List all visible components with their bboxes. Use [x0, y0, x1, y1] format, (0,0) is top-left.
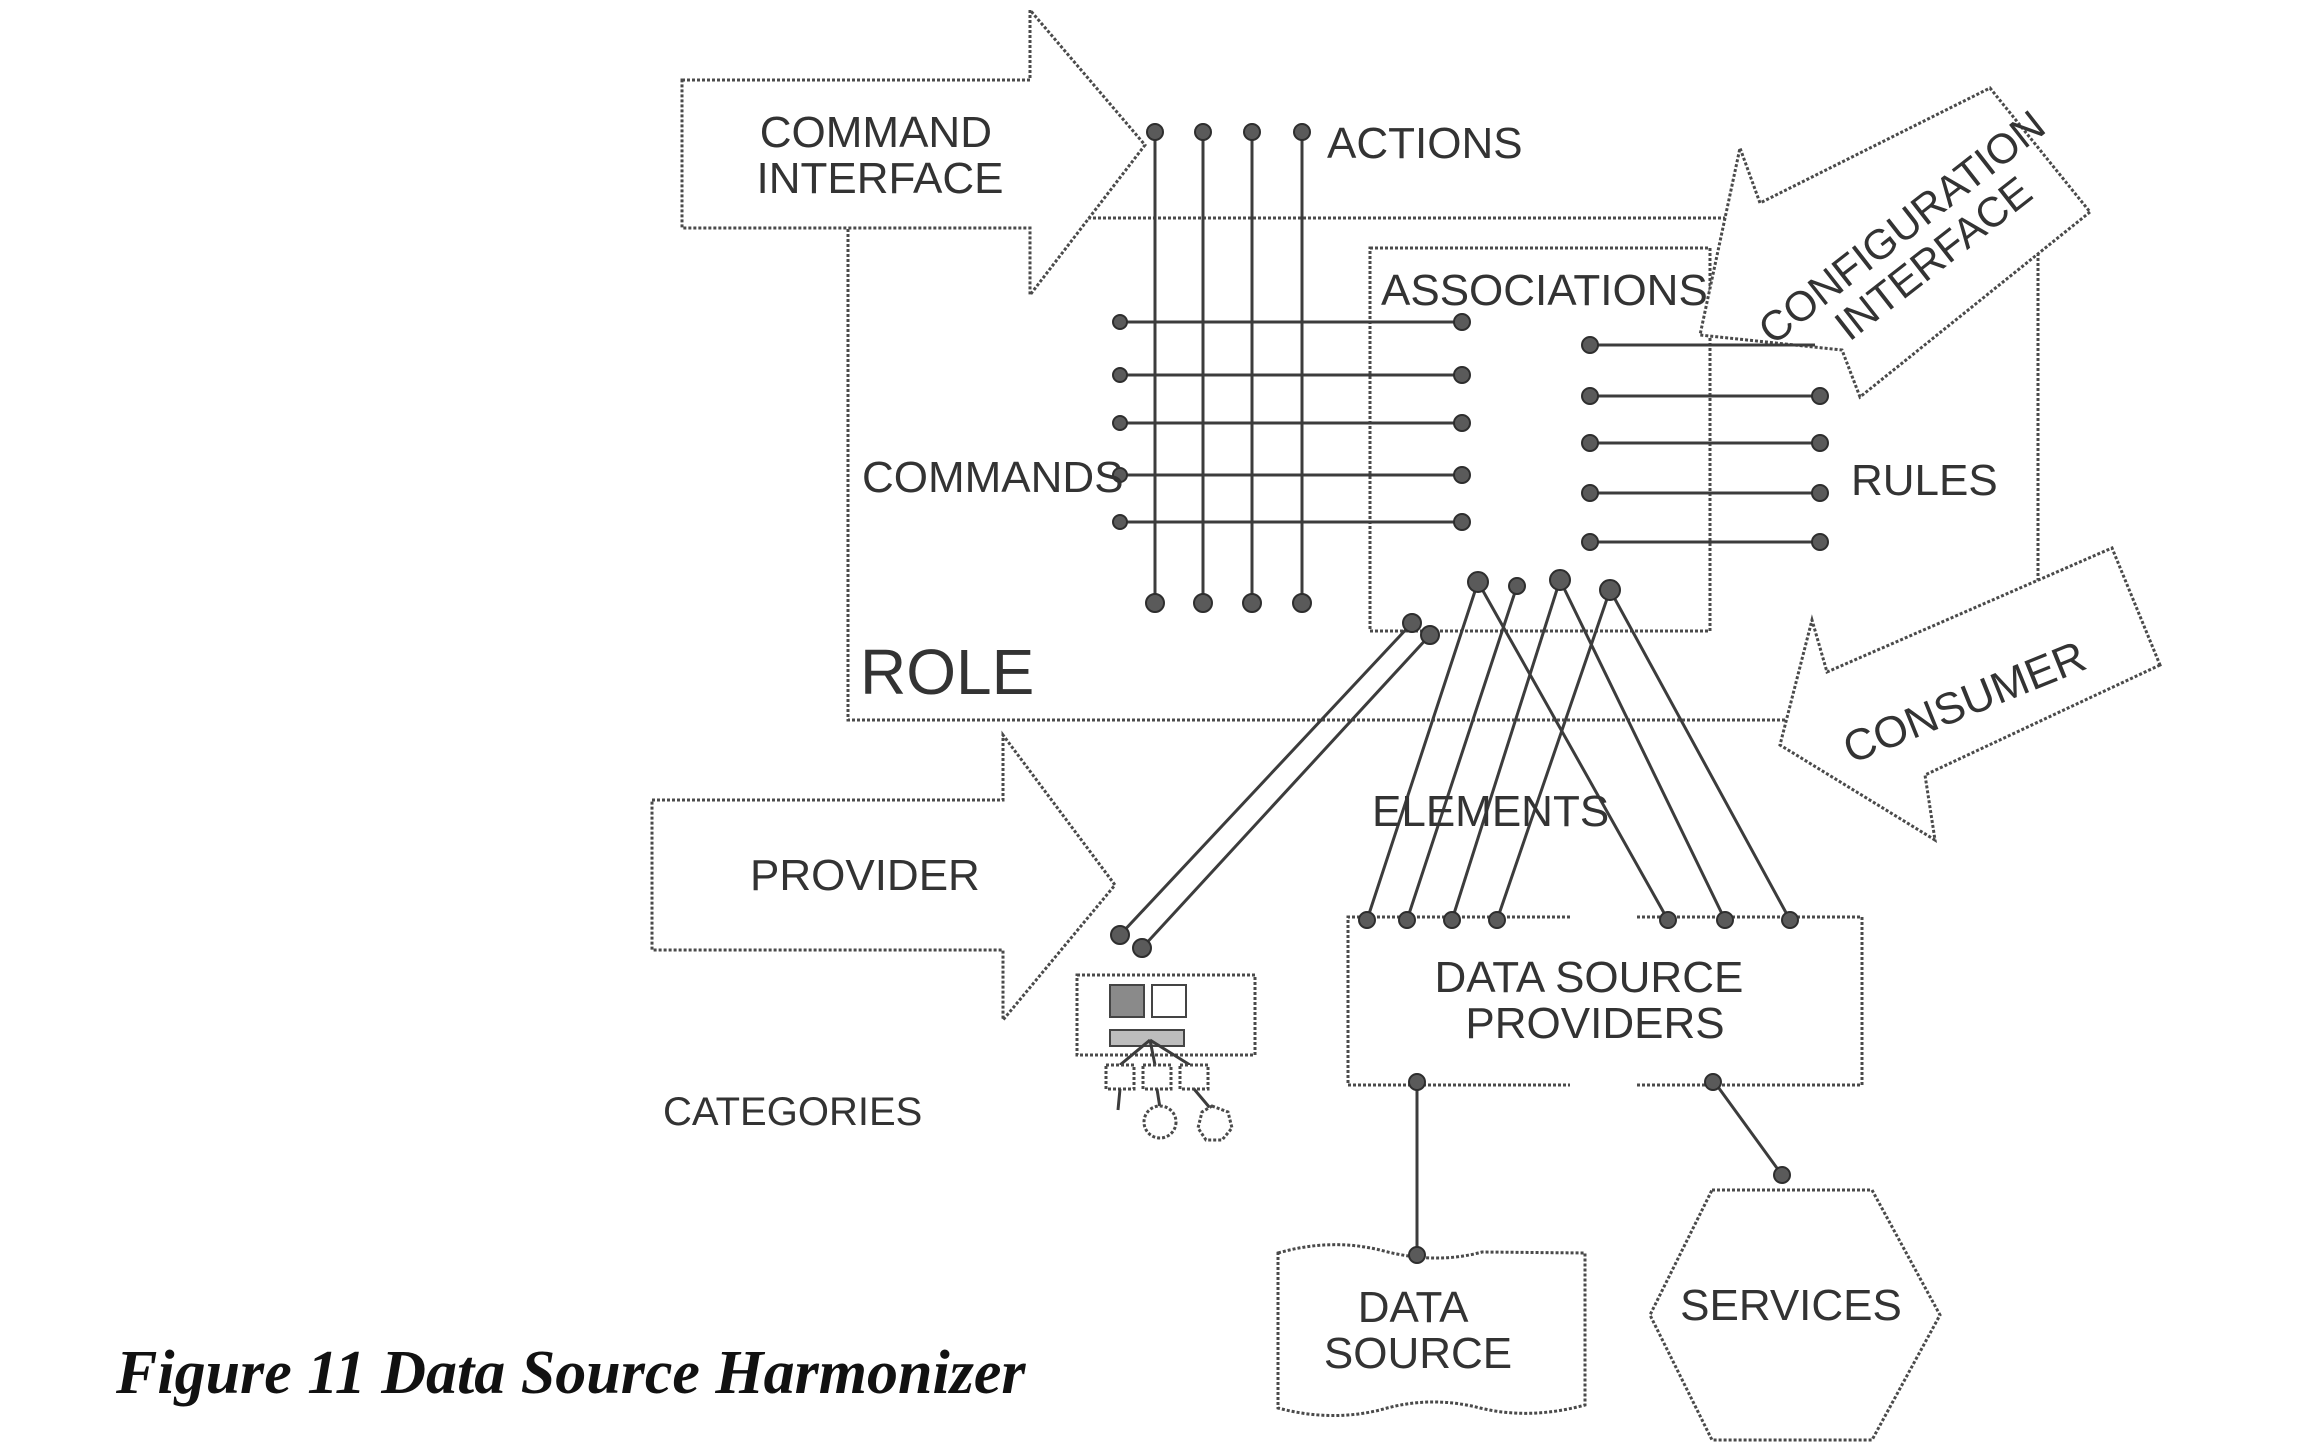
- data-source-label: DATA SOURCE: [1324, 1283, 1512, 1378]
- action-lines: [1153, 132, 1304, 603]
- elements-label: ELEMENTS: [1372, 787, 1609, 836]
- provider-arrow: [650, 730, 1117, 1025]
- configuration-interface-arrow: [1698, 86, 2093, 400]
- categories-structure: [1075, 973, 1257, 1142]
- command-interface-arrow: [680, 5, 1147, 300]
- connector-dots: [1110, 123, 1829, 1264]
- data-source-line-2: SOURCE: [1324, 1329, 1512, 1378]
- commands-label: COMMANDS: [862, 453, 1124, 502]
- command-lines: [1120, 320, 1462, 524]
- data-source-providers-line-1: DATA SOURCE: [1434, 953, 1743, 1002]
- services-hexagon: [1648, 1188, 1942, 1442]
- categories-label: CATEGORIES: [663, 1090, 922, 1134]
- provider-label: PROVIDER: [750, 851, 980, 900]
- services-label: SERVICES: [1680, 1281, 1902, 1330]
- data-source-line-1: DATA: [1358, 1283, 1469, 1332]
- rule-lines: [1590, 343, 1820, 544]
- data-source-providers-line-2: PROVIDERS: [1465, 999, 1724, 1048]
- element-connections: [1118, 579, 1792, 1255]
- figure-caption: Figure 11 Data Source Harmonizer: [116, 1339, 1026, 1407]
- command-interface-line-1: COMMAND: [760, 108, 992, 157]
- role-label: ROLE: [860, 636, 1034, 708]
- actions-label: ACTIONS: [1327, 119, 1523, 168]
- consumer-arrow: [1778, 546, 2162, 843]
- data-source-providers-label: DATA SOURCE PROVIDERS: [1434, 953, 1755, 1048]
- command-interface-label: COMMAND INTERFACE: [757, 108, 1005, 203]
- associations-label: ASSOCIATIONS: [1381, 266, 1708, 315]
- command-interface-line-2: INTERFACE: [757, 154, 1004, 203]
- associations-box: [1368, 246, 1712, 633]
- data-source-shape: [1276, 1243, 1587, 1418]
- rules-label: RULES: [1851, 456, 1998, 505]
